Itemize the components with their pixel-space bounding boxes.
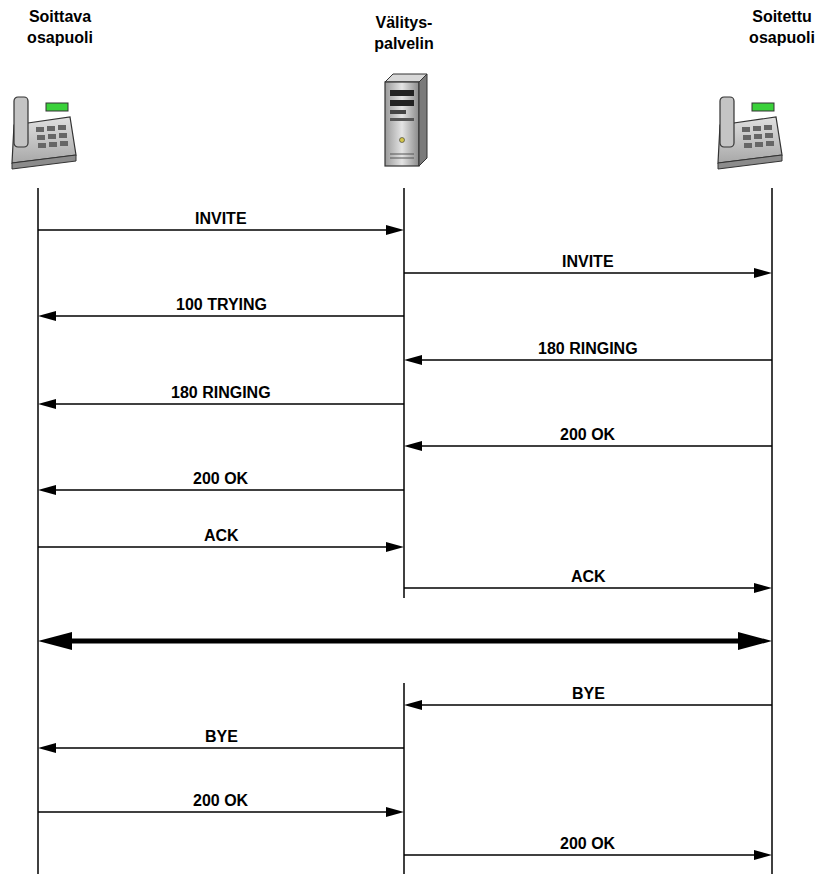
phone-key <box>755 142 763 147</box>
phone-key <box>60 141 68 146</box>
phone-key <box>47 126 55 131</box>
phone-display <box>752 103 774 111</box>
arrow-head <box>386 542 404 552</box>
message-label: BYE <box>570 685 607 702</box>
participant-name: Soittava osapuoli <box>18 6 102 48</box>
message-label: ACK <box>202 527 241 544</box>
phone-icon <box>718 97 782 169</box>
arrow-head <box>38 632 72 650</box>
server-front <box>385 82 419 166</box>
arrow-line <box>54 489 404 491</box>
message-label: 200 OK <box>191 792 250 809</box>
phone-key <box>753 126 761 131</box>
phone-key <box>48 134 56 139</box>
arrow-head <box>754 268 772 278</box>
arrow-head <box>404 355 422 365</box>
participant-label: Soittava osapuoli <box>18 6 102 48</box>
phone-key <box>37 135 45 140</box>
server-led <box>400 138 405 143</box>
arrow-line <box>420 445 772 447</box>
phone-key <box>766 141 774 146</box>
phone-key <box>742 127 750 132</box>
server-icon <box>385 74 427 166</box>
message-label: BYE <box>203 728 240 745</box>
phone-base <box>718 155 782 169</box>
arrow-head <box>38 311 56 321</box>
arrow-head <box>754 850 772 860</box>
message-label: 180 RINGING <box>536 340 640 357</box>
message-label: 200 OK <box>191 470 250 487</box>
participant-label: Välitys- palvelin <box>362 12 446 54</box>
arrow-head <box>386 807 404 817</box>
server-bay <box>390 100 414 106</box>
phone-key <box>38 143 46 148</box>
arrow-head <box>386 225 404 235</box>
lifeline <box>37 188 39 874</box>
server-bay <box>390 90 414 96</box>
phone-key <box>765 133 773 138</box>
lifeline <box>403 683 405 874</box>
arrow-head <box>38 399 56 409</box>
server-vent <box>390 158 414 159</box>
message-label: INVITE <box>560 253 616 270</box>
arrow-line <box>420 704 772 706</box>
message-label: 100 TRYING <box>174 296 269 313</box>
arrow-line <box>38 546 388 548</box>
arrow-line <box>420 359 772 361</box>
arrow-line <box>70 639 740 644</box>
phone-key <box>744 143 752 148</box>
phone-base <box>12 155 76 169</box>
phone-key <box>59 133 67 138</box>
media-stream-arrow <box>38 632 772 650</box>
server-bay <box>390 118 414 121</box>
arrow-line <box>54 403 404 405</box>
arrow-line <box>404 272 756 274</box>
phone-display <box>46 103 68 111</box>
lifeline <box>403 188 405 598</box>
arrow-line <box>38 229 388 231</box>
phone-key <box>49 142 57 147</box>
message-label: 200 OK <box>558 835 617 852</box>
lifeline <box>771 188 773 874</box>
arrow-head <box>404 441 422 451</box>
arrow-line <box>404 587 756 589</box>
arrow-head <box>754 583 772 593</box>
message-label: 200 OK <box>558 426 617 443</box>
server-bay <box>390 110 406 114</box>
server-side <box>419 74 427 166</box>
arrow-line <box>54 315 404 317</box>
phone-icon <box>12 97 76 169</box>
phone-key <box>754 134 762 139</box>
arrow-head <box>404 700 422 710</box>
phone-key <box>58 125 66 130</box>
arrow-line <box>38 811 388 813</box>
participant-name: Välitys- palvelin <box>362 12 446 54</box>
participant-label: Soitettu osapuoli <box>741 6 823 48</box>
arrow-head <box>38 743 56 753</box>
phone-key <box>743 135 751 140</box>
message-label: 180 RINGING <box>169 384 273 401</box>
arrow-line <box>404 854 756 856</box>
arrow-line <box>54 747 404 749</box>
phone-key <box>764 125 772 130</box>
participant-name: Soitettu osapuoli <box>741 6 823 48</box>
message-label: ACK <box>569 568 608 585</box>
server-vent <box>390 154 414 155</box>
phone-key <box>36 127 44 132</box>
arrow-head <box>738 632 772 650</box>
phone-handset <box>14 97 28 147</box>
phone-handset <box>720 97 734 147</box>
message-label: INVITE <box>193 210 249 227</box>
arrow-head <box>38 485 56 495</box>
